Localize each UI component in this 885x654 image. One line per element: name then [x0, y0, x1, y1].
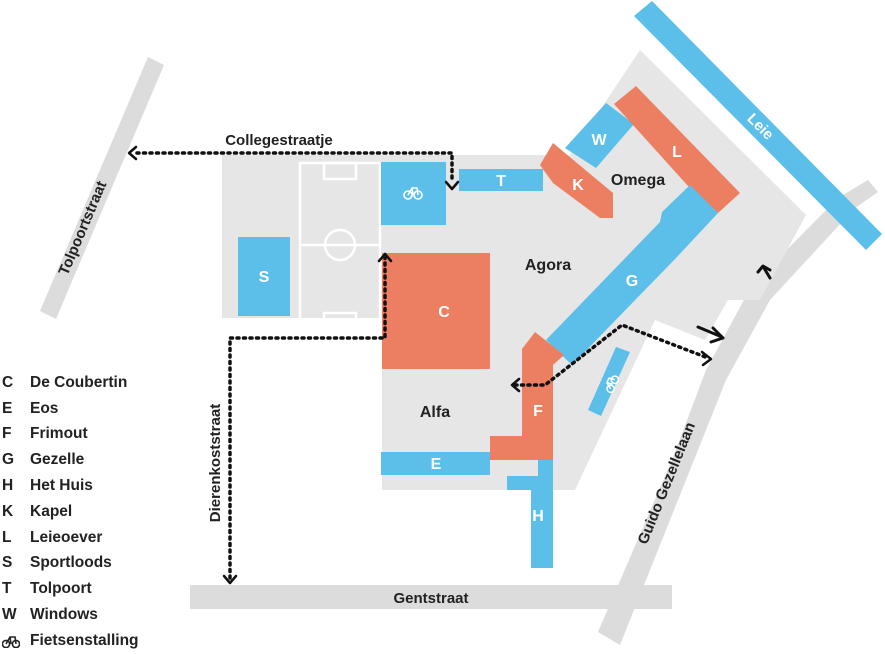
building-w: [565, 103, 634, 168]
building-label-t: T: [496, 173, 506, 190]
legend-code: E: [2, 399, 13, 417]
campus-grounds: [222, 50, 806, 490]
legend-icon: [1, 632, 30, 650]
building-label-k: K: [572, 177, 584, 194]
building-label-l: L: [672, 144, 682, 161]
legend-name: Tolpoort: [30, 580, 92, 598]
bicycle-icon: [606, 375, 620, 394]
street-label-dierenkoststraat: Dierenkoststraat: [207, 404, 224, 522]
street-label-gentstraat: Gentstraat: [393, 590, 468, 607]
map-legend: C De Coubertin E Eos F Frimout G Gezelle…: [1, 370, 139, 654]
walking-routes: [135, 151, 710, 580]
legend-name: Het Huis: [30, 477, 93, 495]
route-arrows: [127, 145, 713, 585]
legend-item: H Het Huis: [2, 473, 139, 499]
legend-item: Fietsenstalling: [1, 628, 139, 654]
area-label-agora: Agora: [525, 257, 571, 274]
legend-name: Gezelle: [30, 451, 85, 469]
building-label-e: E: [431, 456, 442, 473]
bicycle-icon: [1, 635, 21, 649]
bicycle-icon: [403, 187, 423, 200]
legend-code: F: [2, 425, 12, 443]
legend-code: C: [2, 373, 14, 391]
area-label-alfa: Alfa: [420, 404, 450, 421]
building-k: [540, 143, 613, 218]
legend-name: Sportloods: [30, 554, 112, 572]
legend-code: G: [2, 451, 15, 469]
legend-code: K: [2, 502, 14, 520]
building-label-s: S: [259, 269, 270, 286]
legend-item: E Eos: [2, 396, 139, 422]
traffic-arrows: [696, 264, 772, 344]
legend-item: K Kapel: [2, 499, 139, 525]
legend-item: T Tolpoort: [2, 576, 139, 602]
legend-name: Windows: [30, 606, 98, 624]
building-g: [546, 185, 718, 365]
road-guido-gezellelaan: [598, 180, 878, 645]
legend-code: W: [2, 606, 17, 624]
legend-item: S Sportloods: [2, 551, 139, 577]
legend-code: L: [2, 528, 12, 546]
building-label-w: W: [591, 132, 607, 149]
building-t: [459, 169, 543, 191]
river-leie: [634, 1, 882, 250]
legend-name: Eos: [30, 399, 59, 417]
street-label-collegestraatje: Collegestraatje: [225, 132, 333, 149]
legend-item: F Frimout: [2, 422, 139, 448]
building-label-g: G: [626, 273, 638, 290]
building-c: [382, 253, 490, 369]
building-h: [507, 460, 553, 568]
building-label-f: F: [533, 403, 543, 420]
legend-item: G Gezelle: [2, 447, 139, 473]
legend-name: De Coubertin: [30, 373, 128, 391]
legend-name: Fietsenstalling: [30, 631, 139, 649]
legend-name: Leieoever: [30, 528, 103, 546]
building-s: [238, 237, 290, 316]
legend-item: C De Coubertin: [2, 370, 139, 396]
bike-shed-east: [588, 347, 630, 416]
legend-name: Kapel: [30, 502, 73, 520]
legend-item: W Windows: [2, 602, 139, 628]
building-e: [381, 452, 490, 475]
legend-item: L Leieoever: [2, 525, 139, 551]
road-gentstraat: [190, 585, 672, 609]
building-label-c: C: [438, 304, 450, 321]
legend-name: Frimout: [30, 425, 88, 443]
building-l: [614, 86, 740, 213]
building-label-h: H: [532, 508, 544, 525]
football-field: [298, 161, 382, 331]
building-f: [490, 332, 564, 460]
legend-code: T: [2, 580, 12, 598]
street-label-tolpoortstraat: Tolpoortstraat: [55, 179, 110, 278]
area-label-omega: Omega: [611, 172, 665, 189]
road-tolpoortstraat: [40, 57, 164, 319]
legend-code: S: [2, 554, 13, 572]
legend-code: H: [2, 477, 14, 495]
